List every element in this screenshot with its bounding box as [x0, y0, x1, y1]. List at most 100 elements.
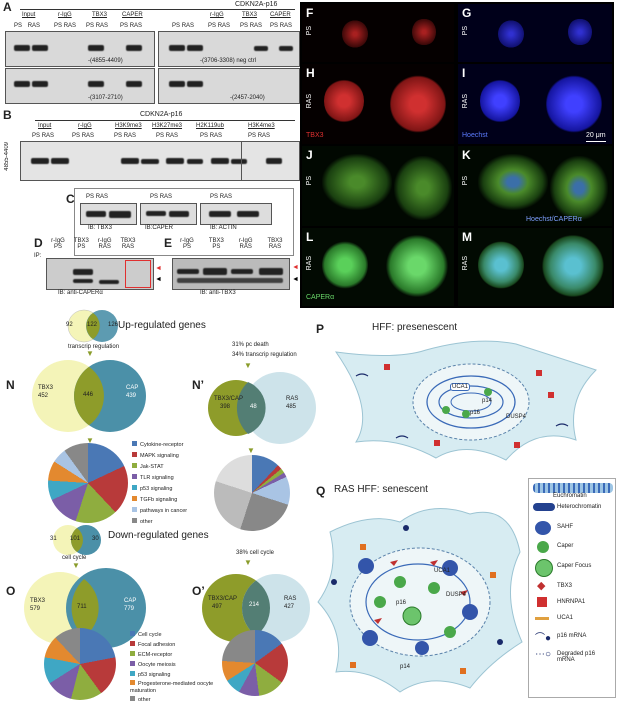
q-legend: Euchromatin Heterochromatin SAHF Caper C… [528, 478, 616, 698]
panel-label-q: Q [316, 484, 326, 498]
q-title: RAS HFF: senescent [334, 484, 428, 495]
venn-n [32, 360, 146, 432]
panel-b-title: CDKN2A-p16 [140, 111, 183, 118]
a-group-tbx3-2: TBX3 [242, 12, 258, 18]
a-region-2: -(3706-3308) neg ctrl [200, 58, 257, 64]
pie-n [48, 443, 128, 523]
up-title: Up-regulated genes [118, 320, 206, 331]
a-group-caper-2: CAPER [270, 12, 291, 18]
e-arrow-red-icon: ◄ [292, 264, 299, 271]
legend-p16-mrna: p16 mRNA [557, 633, 587, 639]
up-small-left: 92 [66, 322, 73, 328]
b-lanes-6: PS RAS [248, 133, 271, 139]
panel-label-n2: N’ [192, 378, 204, 392]
panel-label-a: A [3, 0, 12, 14]
legend-caper: Caper [557, 543, 574, 549]
b-lanes-4: PS RAS [156, 133, 179, 139]
venn-n2 [208, 372, 316, 444]
panel-label-d: D [34, 236, 43, 250]
n2-right-value: 485 [286, 404, 297, 410]
blot-d [46, 258, 154, 290]
d-lane-labels: r-IgG PS TBX3 PS r-IgG RAS TBX3 RAS [51, 238, 136, 250]
p-label-p16: p16 [470, 410, 481, 416]
legend-caper-focus: Caper Focus [557, 563, 592, 569]
n-right-value: 439 [126, 393, 137, 399]
q-label-p16: p16 [396, 600, 407, 606]
n2-note-2: 34% transcrip regulation [232, 352, 297, 358]
n-left-label: TBX3 [38, 385, 54, 391]
panel-c-frame [74, 188, 294, 256]
a-region-3: -(3107-2710) [88, 95, 123, 101]
panel-label-e: E [164, 236, 173, 250]
o2-right-value: 427 [284, 604, 295, 610]
o-right-label: CAP [124, 598, 137, 604]
a-group-rigg-2: r-IgG [210, 12, 224, 18]
blot-e [172, 258, 290, 290]
blot-c-tbx3 [80, 203, 137, 225]
panel-b-rule [35, 120, 295, 121]
a-lanes-7: PS RAS [240, 23, 263, 29]
n-overlap: 446 [83, 392, 94, 398]
gel-a-4 [158, 68, 300, 104]
pie-n2 [214, 455, 290, 531]
venn-o2 [202, 574, 310, 642]
a-lanes-1: PS RAS [14, 23, 41, 29]
b-lanes-5: PS RAS [200, 133, 223, 139]
down-small-left: 31 [50, 536, 57, 542]
gel-b [20, 141, 300, 181]
b-lanes-1: PS RAS [32, 133, 55, 139]
pie-o2 [222, 630, 288, 696]
image-j: J PS [302, 146, 454, 226]
down-small-overlap: 101 [70, 536, 81, 542]
b-group-h3k27: H3K27me3 [152, 123, 183, 129]
down-title: Down-regulated genes [108, 530, 209, 541]
microscopy-grid: F PS G PS H RAS TBX3 I RAS Hoechst 20 μm… [300, 2, 614, 308]
o-left-label: TBX3 [30, 598, 46, 604]
n2-top-arrow-icon: ▼ [244, 361, 252, 370]
o2-overlap: 214 [249, 602, 260, 608]
down-small-note: cell cycle [62, 555, 87, 561]
up-small-overlap: 122 [87, 322, 98, 328]
down-small-right: 30 [92, 536, 99, 542]
b-group-h3k4: H3K4me3 [248, 123, 275, 129]
a-group-input: Input [22, 12, 36, 18]
a-region-4: -(2457-2040) [230, 95, 265, 101]
down-arrow-icon: ▼ [72, 561, 80, 570]
n-right-label: CAP [126, 385, 139, 391]
scale-bar-label: 20 μm [586, 132, 606, 139]
diagram-p-cell [334, 340, 597, 461]
legend-p16-icon: ⌒● [535, 633, 552, 644]
up-small-venn [67, 309, 118, 343]
d-ib-label: IB: anti-CAPERα [58, 290, 103, 296]
panel-label-o: O [6, 584, 16, 598]
d-ip-label: IP: [34, 253, 42, 259]
c-ib-actin: IB: ACTIN [210, 225, 237, 231]
p-label-uca1: UCA1 [450, 383, 471, 391]
n-left-value: 452 [38, 393, 49, 399]
image-m: M RAS [458, 228, 612, 306]
o2-top-arrow-icon: ▼ [244, 558, 252, 567]
image-k: K PS Hoechst/CAPERα [458, 146, 612, 226]
b-group-rigg: r-IgG [78, 123, 92, 129]
n2-right-label: RAS [286, 396, 299, 402]
e-arrow-black-icon: ◄ [292, 276, 299, 283]
gel-a-3 [5, 68, 155, 104]
o-left-value: 579 [30, 606, 41, 612]
p-label-dusp4: DUSP4 [506, 414, 527, 420]
legend-hnrnpa1: HNRNPA1 [557, 599, 586, 605]
panel-label-o2: O’ [192, 584, 205, 598]
q-label-dusp4: DUSP4 [446, 592, 467, 598]
o2-right-label: RAS [284, 596, 297, 602]
gel-a-1 [5, 31, 155, 67]
legend-degraded-icon: ⋯○ [535, 649, 552, 660]
down-small-venn [53, 525, 101, 555]
o-right-value: 779 [124, 606, 135, 612]
a-group-rigg: r-IgG [58, 12, 72, 18]
panel-a-title: CDKN2A-p16 [235, 1, 278, 8]
legend-sahf: SAHF [557, 524, 574, 530]
e-lane-labels: r-IgG PS TBX3 PS r-IgG RAS TBX3 RAS [180, 238, 283, 250]
a-group-tbx3: TBX3 [92, 12, 108, 18]
q-label-p14: p14 [400, 664, 411, 670]
image-l: L RAS CAPERα [302, 228, 454, 306]
up-small-note: transcrip regulation [68, 344, 120, 350]
